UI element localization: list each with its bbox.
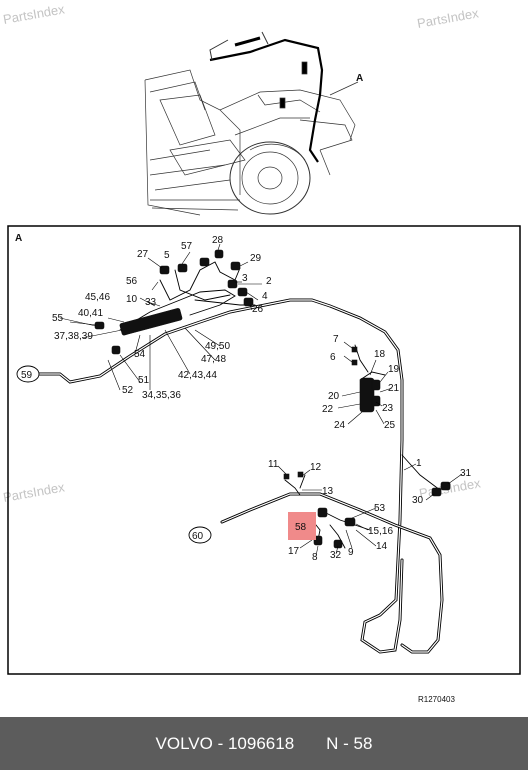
callout-58[interactable]: 58 xyxy=(295,522,307,533)
callout-19[interactable]: 19 xyxy=(388,364,400,375)
callout-31[interactable]: 31 xyxy=(460,468,472,479)
watermark-top-left: PartsIndex xyxy=(2,1,66,27)
callout-2[interactable]: 2 xyxy=(266,276,272,287)
harness xyxy=(34,261,444,654)
callout-9[interactable]: 9 xyxy=(348,547,354,558)
callout-15-16[interactable]: 15,16 xyxy=(368,526,393,537)
callout-5[interactable]: 5 xyxy=(164,250,170,261)
callout-55[interactable]: 55 xyxy=(52,313,64,324)
callout-13[interactable]: 13 xyxy=(322,486,334,497)
callout-40-41[interactable]: 40,41 xyxy=(78,308,103,319)
callout-26[interactable]: 26 xyxy=(252,304,264,315)
callout-57[interactable]: 57 xyxy=(181,241,193,252)
callout-52[interactable]: 52 xyxy=(122,385,134,396)
callout-30[interactable]: 30 xyxy=(412,495,424,506)
circle-callouts xyxy=(16,365,212,544)
watermark-top-right: PartsIndex xyxy=(416,5,480,31)
leader-lines xyxy=(59,243,463,557)
callout-4[interactable]: 4 xyxy=(262,291,268,302)
callout-18[interactable]: 18 xyxy=(374,349,386,360)
callout-22[interactable]: 22 xyxy=(322,404,334,415)
callout-42-43-44[interactable]: 42,43,44 xyxy=(178,370,217,381)
callout-28[interactable]: 28 xyxy=(212,235,224,246)
callout-37-38-39[interactable]: 37,38,39 xyxy=(54,331,93,342)
callout-47-48[interactable]: 47,48 xyxy=(201,354,226,365)
callout-3[interactable]: 3 xyxy=(242,273,248,284)
callout-20[interactable]: 20 xyxy=(328,391,340,402)
callout-labels: 27 5 57 28 29 3 2 4 26 56 45,46 10 33 55… xyxy=(21,235,472,563)
callout-6[interactable]: 6 xyxy=(330,352,336,363)
callout-29[interactable]: 29 xyxy=(250,253,262,264)
callout-60[interactable]: 60 xyxy=(192,531,204,542)
callout-8[interactable]: 8 xyxy=(312,552,318,563)
callout-56[interactable]: 56 xyxy=(126,276,138,287)
connectors xyxy=(94,249,451,549)
callout-12[interactable]: 12 xyxy=(310,462,322,473)
overview-callout-a: A xyxy=(356,73,363,84)
callout-10[interactable]: 10 xyxy=(126,294,138,305)
callout-23[interactable]: 23 xyxy=(382,403,394,414)
callout-21[interactable]: 21 xyxy=(388,383,400,394)
callout-49-50[interactable]: 49,50 xyxy=(205,341,230,352)
callout-53[interactable]: 53 xyxy=(374,503,386,514)
callout-54[interactable]: 54 xyxy=(134,349,146,360)
parts-diagram: PartsIndex PartsIndex PartsIndex PartsIn… xyxy=(2,1,521,704)
callout-24[interactable]: 24 xyxy=(334,420,346,431)
callout-34-35-36[interactable]: 34,35,36 xyxy=(142,390,181,401)
detail-frame-label: A xyxy=(15,233,22,244)
callout-45-46[interactable]: 45,46 xyxy=(85,292,110,303)
footer-part-number: VOLVO - 1096618 xyxy=(155,733,295,753)
callout-14[interactable]: 14 xyxy=(376,541,388,552)
callout-27[interactable]: 27 xyxy=(137,249,149,260)
watermark-mid-left: PartsIndex xyxy=(2,479,66,505)
footer-position: N - 58 xyxy=(326,733,373,753)
detail-frame xyxy=(7,225,521,675)
callout-25[interactable]: 25 xyxy=(384,420,396,431)
callout-32[interactable]: 32 xyxy=(330,550,342,561)
callout-7[interactable]: 7 xyxy=(333,334,339,345)
callout-51[interactable]: 51 xyxy=(138,375,150,386)
footer-bar: VOLVO - 1096618 N - 58 xyxy=(0,717,528,770)
overview-illustration xyxy=(144,31,359,216)
callout-59[interactable]: 59 xyxy=(21,370,33,381)
callout-33[interactable]: 33 xyxy=(145,297,157,308)
callout-17[interactable]: 17 xyxy=(288,546,300,557)
drawing-number: R1270403 xyxy=(418,695,455,704)
callout-1[interactable]: 1 xyxy=(416,458,422,469)
highlight-box-58[interactable] xyxy=(288,512,316,540)
callout-11[interactable]: 11 xyxy=(268,459,279,470)
